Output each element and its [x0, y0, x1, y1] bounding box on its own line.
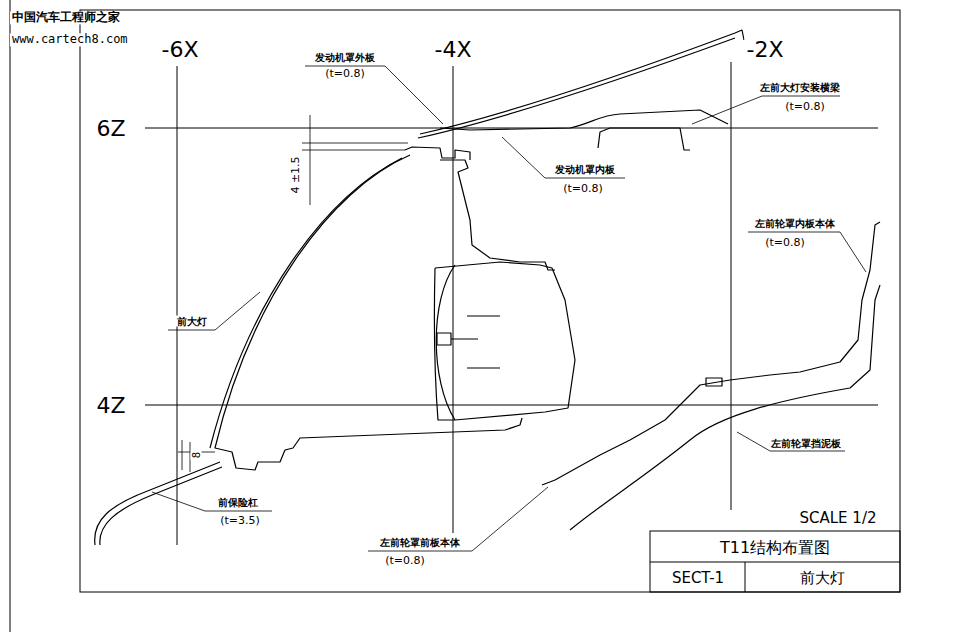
- thickness-note: (t=0.8): [383, 555, 427, 567]
- grid-label: -6X: [159, 38, 200, 62]
- grid-lines: [145, 62, 878, 545]
- sheet-frame: [10, 0, 900, 632]
- dimension-lines: [178, 115, 408, 472]
- dimension: 4 ±1.5: [290, 154, 302, 195]
- part-name: 前保险杠: [216, 497, 260, 508]
- part-name: 发动机罩外板: [313, 52, 377, 63]
- thickness-note: (t=0.8): [561, 183, 605, 195]
- grid-label: -4X: [432, 38, 473, 62]
- grid-label: 6Z: [94, 117, 127, 141]
- thickness-note: (t=3.5): [218, 515, 262, 527]
- thickness-note: (t=0.8): [763, 237, 807, 249]
- part-name: 发动机罩内板: [553, 164, 617, 175]
- leader-lines: [152, 66, 866, 551]
- part-name: 左前轮罩前板本体: [378, 537, 462, 548]
- title-cell: T11结构布置图: [718, 539, 832, 557]
- title-cell: 前大灯: [798, 570, 847, 587]
- part-outlines: [95, 30, 880, 545]
- part-name: 左前轮罩挡泥板: [769, 438, 843, 449]
- grid-label: 4Z: [94, 394, 127, 418]
- grid-label: -2X: [744, 38, 785, 62]
- watermark: www.cartech8.com: [10, 33, 130, 46]
- thickness-note: (t=0.8): [323, 68, 367, 80]
- part-name: 前大灯: [175, 316, 209, 327]
- dimension: 8: [191, 450, 202, 460]
- watermark: 中国汽车工程师之家: [10, 11, 122, 24]
- title-block: [650, 531, 900, 592]
- thickness-note: (t=0.8): [783, 101, 827, 113]
- part-name: 左前轮罩内板本体: [753, 218, 837, 229]
- part-name: 左前大灯安装横梁: [758, 82, 842, 93]
- title-cell: SECT-1: [670, 570, 726, 587]
- scale-note: SCALE 1/2: [798, 510, 879, 527]
